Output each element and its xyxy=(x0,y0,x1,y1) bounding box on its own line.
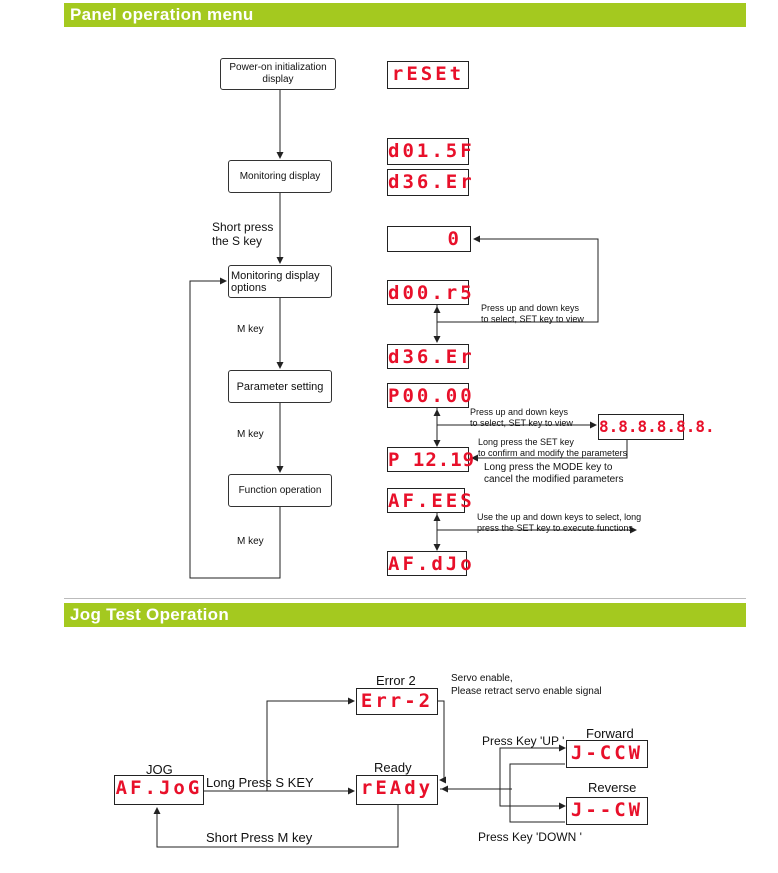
arrow-ready-to-jog xyxy=(153,805,399,848)
display-err2: Err-2 xyxy=(356,688,438,715)
parameter-setting-box: Parameter setting xyxy=(228,370,332,403)
m-key-label: M key xyxy=(237,429,264,440)
power-on-box: Power-on initialization display xyxy=(220,58,336,90)
display-d01: d01.5F xyxy=(387,138,472,165)
monitoring-display-box: Monitoring display xyxy=(228,160,332,193)
display-af-djo: AF.dJo xyxy=(387,551,475,576)
m-key-label: M key xyxy=(237,536,264,547)
arrow-to-p12 xyxy=(471,440,628,462)
display-afjog: AF.JoG xyxy=(114,775,204,805)
short-press-s-label: Short press the S key xyxy=(212,220,274,248)
display-forward: J-CCW xyxy=(566,740,648,768)
function-operation-box: Function operation xyxy=(228,474,332,507)
long-press-s-label: Long Press S KEY xyxy=(206,775,314,790)
arrow-to-error2 xyxy=(266,697,355,791)
display-d00: d00.r5 xyxy=(387,280,475,305)
monitoring-options-box: Monitoring display options xyxy=(228,265,332,298)
ready-title: Ready xyxy=(374,760,412,775)
reverse-title: Reverse xyxy=(588,780,637,795)
panel-section-title: Panel operation menu xyxy=(64,3,746,27)
loop-back-line xyxy=(189,277,281,579)
display-p12: P 12.19 xyxy=(387,447,476,472)
short-press-m-label: Short Press M key xyxy=(206,830,313,845)
display-p00: P00.00 xyxy=(387,383,475,408)
note-long-set: Long press the SET key to confirm and mo… xyxy=(478,437,628,458)
jog-title: JOG xyxy=(146,762,173,777)
error2-title: Error 2 xyxy=(376,673,416,688)
line-reverse-back xyxy=(509,789,565,823)
display-d36: d36.Er xyxy=(387,344,475,369)
display-reverse: J--CW xyxy=(566,797,648,825)
display-eights: 8.8.8.8.8.8. xyxy=(598,414,715,440)
press-up-label: Press Key 'UP ' xyxy=(482,734,565,748)
press-down-label: Press Key 'DOWN ' xyxy=(478,830,582,844)
arrow-error2-to-ready xyxy=(438,700,446,784)
display-reset: rESEt xyxy=(387,61,469,89)
section-divider xyxy=(64,598,746,599)
line-forward-back xyxy=(509,763,565,789)
servo-enable-note: Servo enable, Please retract servo enabl… xyxy=(451,673,602,697)
display-ready: rEAdy xyxy=(356,775,438,805)
arrow-down-reverse xyxy=(499,789,566,810)
display-af-ees: AF.EES xyxy=(387,488,475,513)
note-select-view: Press up and down keys to select, SET ke… xyxy=(481,303,584,324)
note-select-view: Press up and down keys to select, SET ke… xyxy=(470,407,573,428)
note-execute: Use the up and down keys to select, long… xyxy=(477,512,642,533)
note-long-mode: Long press the MODE key to cancel the mo… xyxy=(484,462,624,485)
display-d36: d36.Er xyxy=(387,169,472,196)
m-key-label: M key xyxy=(237,324,264,335)
jog-section-title: Jog Test Operation xyxy=(64,603,746,627)
arrow-up-forward xyxy=(440,744,566,790)
display-zero: 0 xyxy=(387,226,471,252)
forward-title: Forward xyxy=(586,726,634,741)
